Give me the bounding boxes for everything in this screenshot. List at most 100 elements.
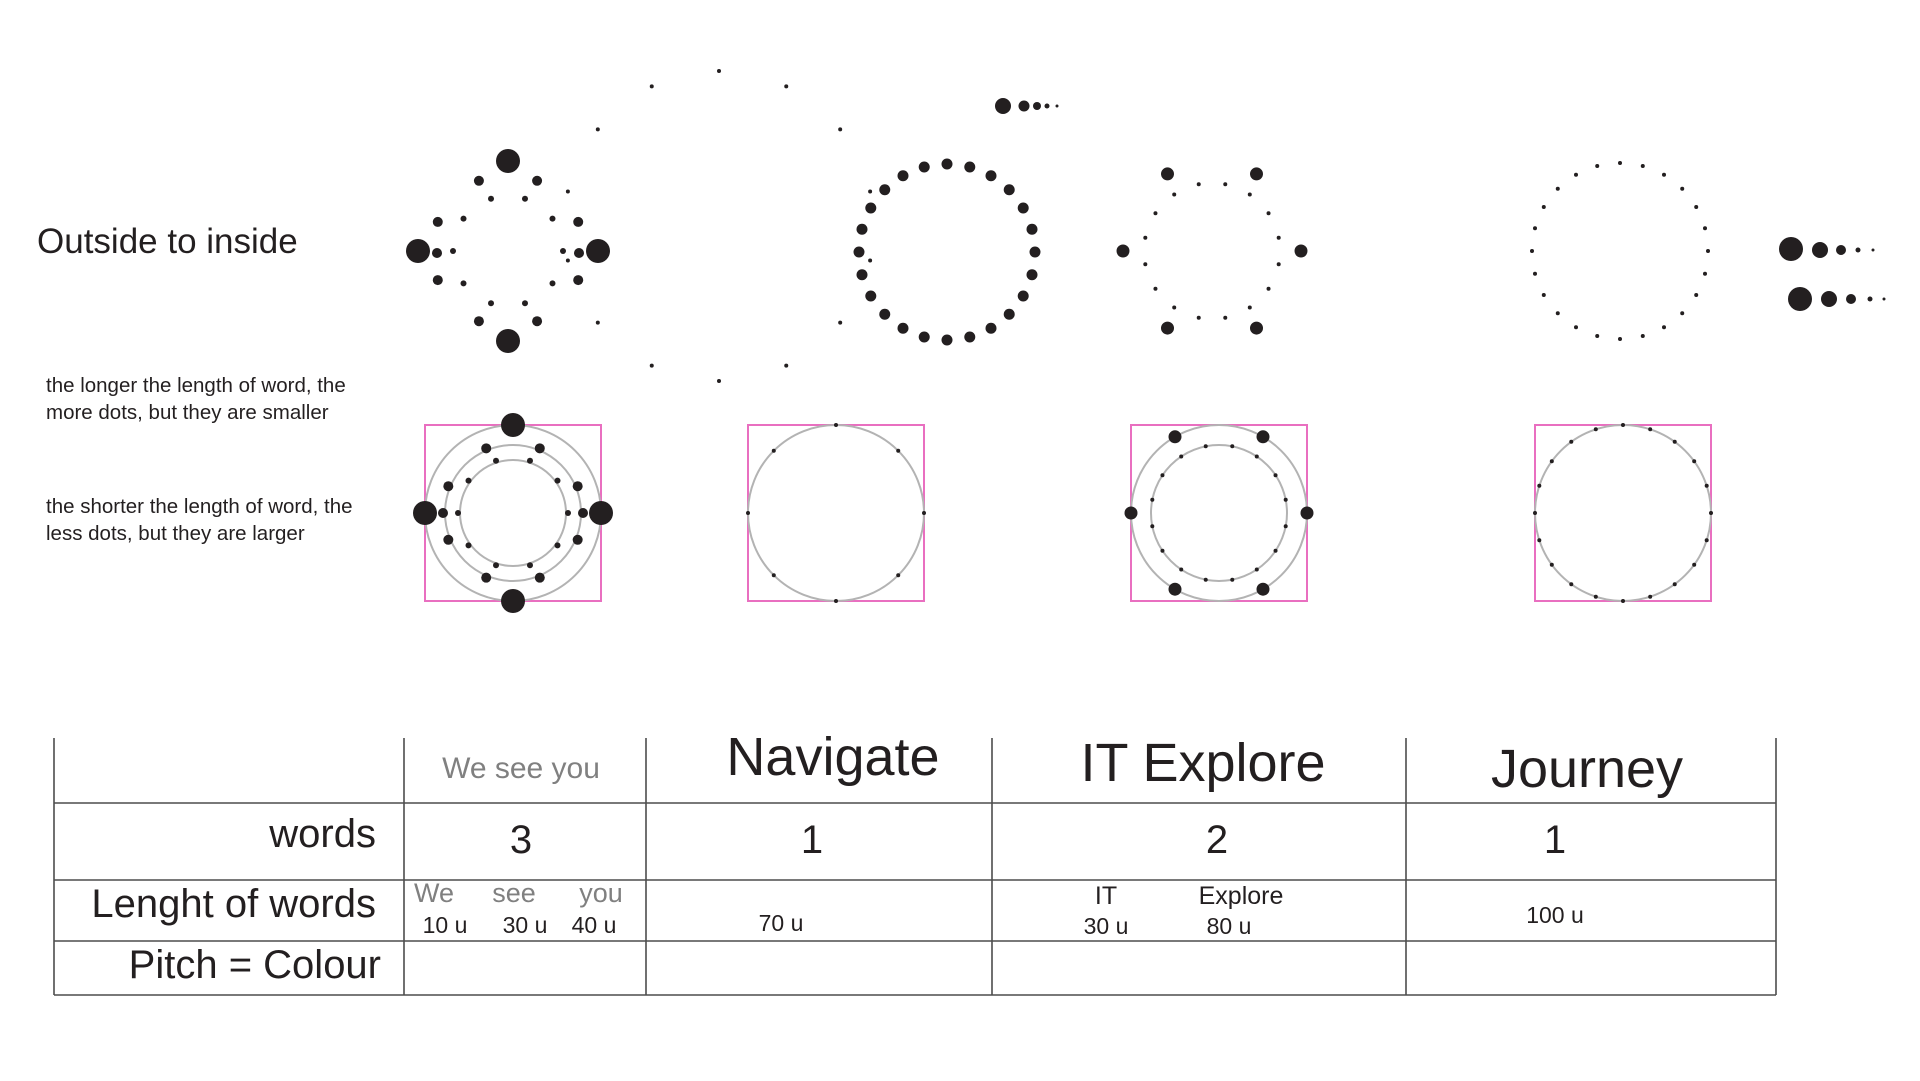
construction-navigate-dot: [771, 448, 776, 453]
construction-journey-dot: [1533, 511, 1537, 515]
construction-it-explore-large-dot: [1168, 582, 1182, 596]
length-explore: 80 u: [1206, 913, 1252, 939]
pattern-we-see-you-small-dot: [450, 248, 456, 254]
construction-navigate-dot: [746, 511, 750, 515]
pattern-navigate-dot: [865, 290, 877, 302]
pattern-we-see-you-large-dot: [586, 239, 610, 263]
construction-medium-dot: [578, 508, 588, 518]
construction-it-explore-large-dot: [1168, 430, 1182, 444]
construction-it-explore-small-dot: [1179, 567, 1184, 572]
pattern-we-see-you-small-dot: [460, 215, 467, 222]
construction-large-dot: [501, 589, 525, 613]
words-count-it-explore: 2: [1205, 818, 1229, 862]
construction-journey-dot: [1672, 439, 1677, 444]
pattern-navigate-dot: [1026, 223, 1038, 235]
pattern-navigate-dot: [1003, 308, 1015, 320]
pattern-we-see-you-small-dot: [549, 215, 556, 222]
dot-scale-right-1: [1812, 242, 1828, 258]
pattern-journey-dot: [1680, 311, 1685, 316]
construction-journey-dot: [1593, 427, 1598, 432]
pattern-sparse-dot: [868, 258, 873, 263]
dot-scale-top: [1018, 100, 1030, 112]
pattern-sparse-dot: [868, 189, 873, 194]
pattern-we-see-you-large-dot: [496, 329, 520, 353]
row-header-length: Lenght of words: [91, 882, 376, 926]
construction-small-dot: [554, 477, 561, 484]
pattern-sparse-dot: [784, 84, 789, 89]
dot-scale-top: [1044, 103, 1050, 109]
pattern-navigate-dot: [918, 161, 930, 173]
construction-small-dot: [526, 457, 533, 464]
construction-small-dot: [465, 542, 472, 549]
construction-it-explore-large-dot: [1256, 430, 1270, 444]
construction-journey-dot: [1648, 427, 1653, 432]
pattern-navigate-dot: [1017, 290, 1029, 302]
construction-journey-dot: [1569, 439, 1574, 444]
pattern-journey-dot: [1532, 271, 1537, 276]
pattern-we-see-you-medium-dot: [532, 175, 543, 186]
pattern-it-explore-large-dot: [1161, 167, 1174, 181]
pattern-it-explore-small-dot: [1196, 182, 1201, 187]
pattern-journey-dot: [1555, 311, 1560, 316]
pattern-it-explore-small-dot: [1276, 262, 1281, 267]
pattern-navigate-dot: [1026, 269, 1038, 281]
pattern-navigate-dot: [879, 184, 891, 196]
pattern-it-explore-large-dot: [1250, 321, 1263, 335]
construction-journey-dot: [1569, 582, 1574, 587]
pattern-we-see-you-medium-dot: [573, 275, 584, 286]
pattern-journey-dot: [1640, 334, 1645, 339]
length-we: 10 u: [422, 912, 468, 938]
pattern-navigate-dot: [865, 202, 877, 214]
pattern-it-explore-large-dot: [1294, 244, 1308, 258]
pattern-journey-dot: [1706, 249, 1710, 253]
dot-scale-right-2: [1846, 294, 1856, 304]
pattern-journey-dot: [1541, 205, 1546, 209]
pattern-journey-dot: [1618, 161, 1622, 165]
construction-journey-dot: [1692, 459, 1697, 464]
construction-medium-dot: [481, 572, 492, 583]
pattern-journey-dot: [1574, 172, 1578, 177]
word-label-you: you: [579, 878, 623, 908]
pattern-we-see-you-small-dot: [549, 280, 556, 287]
pattern-it-explore-small-dot: [1266, 286, 1271, 291]
pattern-we-see-you-medium-dot: [532, 316, 543, 327]
construction-small-dot: [565, 510, 571, 516]
construction-it-explore-small-dot: [1254, 454, 1259, 459]
column-header-navigate: Navigate: [726, 727, 940, 787]
row-header-pitch: Pitch = Colour: [128, 943, 381, 987]
dot-scale-right-2: [1867, 296, 1873, 302]
pattern-we-see-you-medium-dot: [573, 216, 584, 227]
pattern-journey-dot: [1595, 334, 1600, 339]
pattern-journey-dot: [1703, 226, 1708, 231]
pattern-journey-dot: [1555, 186, 1560, 191]
column-header-we-see-you: We see you: [442, 752, 600, 785]
pattern-journey-dot: [1694, 205, 1699, 209]
construction-journey-dot: [1537, 538, 1542, 543]
length-see: 30 u: [502, 912, 548, 938]
pattern-navigate-dot: [897, 322, 909, 334]
pattern-navigate-dot: [879, 308, 891, 320]
construction-it-explore-small-dot: [1230, 577, 1235, 582]
pattern-it-explore-small-dot: [1172, 305, 1177, 310]
dot-scale-right-1: [1871, 248, 1875, 252]
pattern-we-see-you-medium-dot: [473, 175, 484, 186]
pattern-navigate-dot: [1029, 246, 1041, 258]
pattern-we-see-you-medium-dot: [473, 316, 484, 327]
pattern-it-explore-small-dot: [1196, 315, 1201, 320]
dot-scale-right-1: [1855, 247, 1861, 253]
pattern-sparse-dot: [565, 258, 570, 263]
construction-medium-dot: [572, 534, 583, 545]
pattern-navigate-dot: [1003, 184, 1015, 196]
dot-scale-right-2: [1821, 291, 1837, 307]
construction-small-dot: [554, 542, 561, 549]
construction-navigate-dot: [834, 599, 838, 603]
construction-navigate-dot: [834, 423, 838, 427]
pattern-we-see-you-small-dot: [488, 300, 495, 307]
construction-it-explore-small-dot: [1283, 497, 1288, 502]
construction-large-dot: [501, 413, 525, 437]
construction-navigate-dot: [922, 511, 926, 515]
pattern-we-see-you-small-dot: [488, 195, 495, 202]
construction-it-explore-small-dot: [1273, 473, 1278, 478]
pattern-we-see-you-medium-dot: [432, 216, 443, 227]
